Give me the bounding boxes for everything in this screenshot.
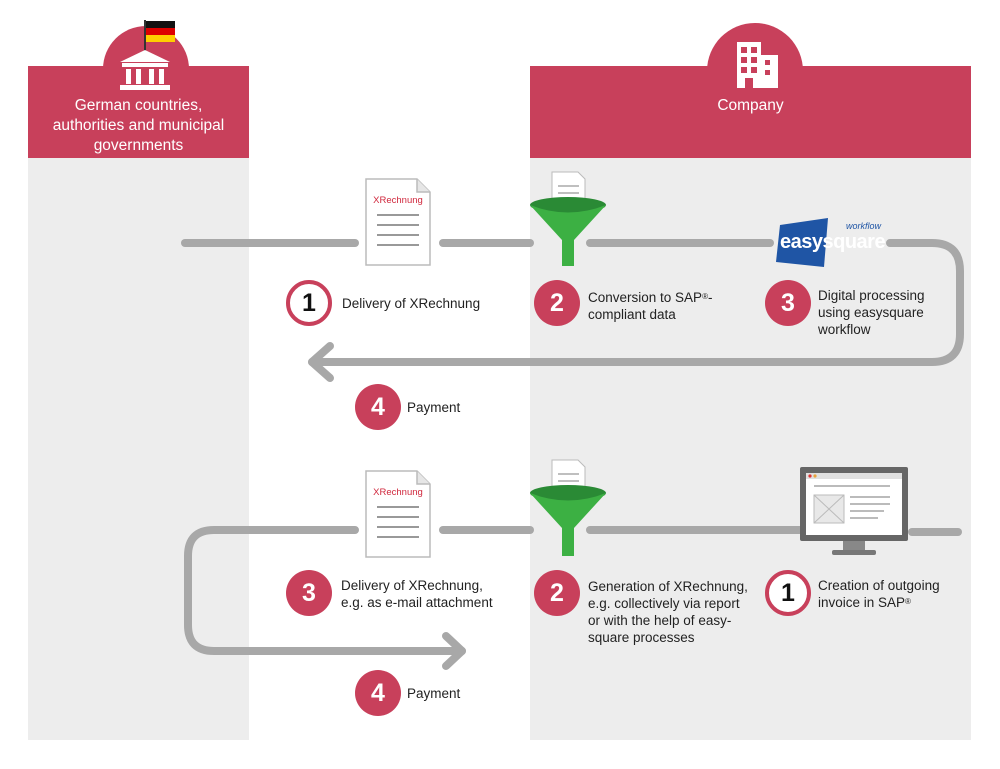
xrechnung-document-icon: XRechnung [365, 178, 431, 266]
company-title: Company [717, 97, 784, 114]
government-lane [28, 158, 249, 740]
easysquare-superscript: workflow [846, 221, 882, 231]
step-label-delivery: Delivery of XRechnung [342, 295, 480, 312]
step-text-line4: square processes [588, 630, 695, 645]
step-text-line2: e.g. collectively via report [588, 596, 740, 611]
step-text-line2: e.g. as e-mail attachment [341, 595, 493, 610]
company-header: Company [530, 66, 971, 158]
step-number-3: 3 [286, 570, 332, 616]
step-text: Payment [407, 686, 461, 701]
step-label-delivery: Delivery of XRechnung, e.g. as e-mail at… [341, 577, 493, 611]
step-label-generation: Generation of XRechnung, e.g. collective… [588, 578, 748, 646]
xrechnung-document-icon: XRechnung [365, 470, 431, 558]
step-label-digital-processing: Digital processing using easysquare work… [818, 287, 925, 338]
step-label-creation: Creation of outgoing invoice in SAP® [818, 577, 940, 611]
step-text-line1: Generation of XRechnung, [588, 579, 748, 594]
step-text: Delivery of XRechnung [342, 296, 481, 311]
step-text-line1: Conversion to SAP®- [588, 290, 713, 305]
step-number-1: 1 [765, 570, 811, 616]
step-text-line1: Creation of outgoing [818, 578, 940, 593]
step-label-payment: Payment [407, 399, 460, 416]
easysquare-logo: workflow easysquare [770, 215, 890, 267]
step-text: Payment [407, 400, 461, 415]
step-label-payment: Payment [407, 685, 460, 702]
easysquare-wordmark: easysquare [780, 231, 886, 253]
company-lane [530, 158, 971, 740]
step-text-line2: compliant data [588, 307, 676, 322]
step-text-line2: invoice in SAP® [818, 595, 911, 610]
step-text-line1: Delivery of XRechnung, [341, 578, 483, 593]
step-text-line2: using easysquare [818, 305, 924, 320]
step-number-3: 3 [765, 280, 811, 326]
step-number-2: 2 [534, 280, 580, 326]
document-label: XRechnung [373, 195, 423, 206]
document-label: XRechnung [373, 487, 423, 498]
step-number-4: 4 [355, 670, 401, 716]
step-number-2: 2 [534, 570, 580, 616]
step-label-conversion: Conversion to SAP®- compliant data [588, 289, 712, 323]
step-number-4: 4 [355, 384, 401, 430]
step-text-line3: or with the help of easy- [588, 613, 732, 628]
step-text-line1: Digital processing [818, 288, 925, 303]
government-header: German countries, authorities and munici… [28, 66, 249, 158]
government-title: German countries, authorities and munici… [52, 97, 225, 154]
step-text-line3: workflow [818, 322, 871, 337]
step-number-1: 1 [286, 280, 332, 326]
